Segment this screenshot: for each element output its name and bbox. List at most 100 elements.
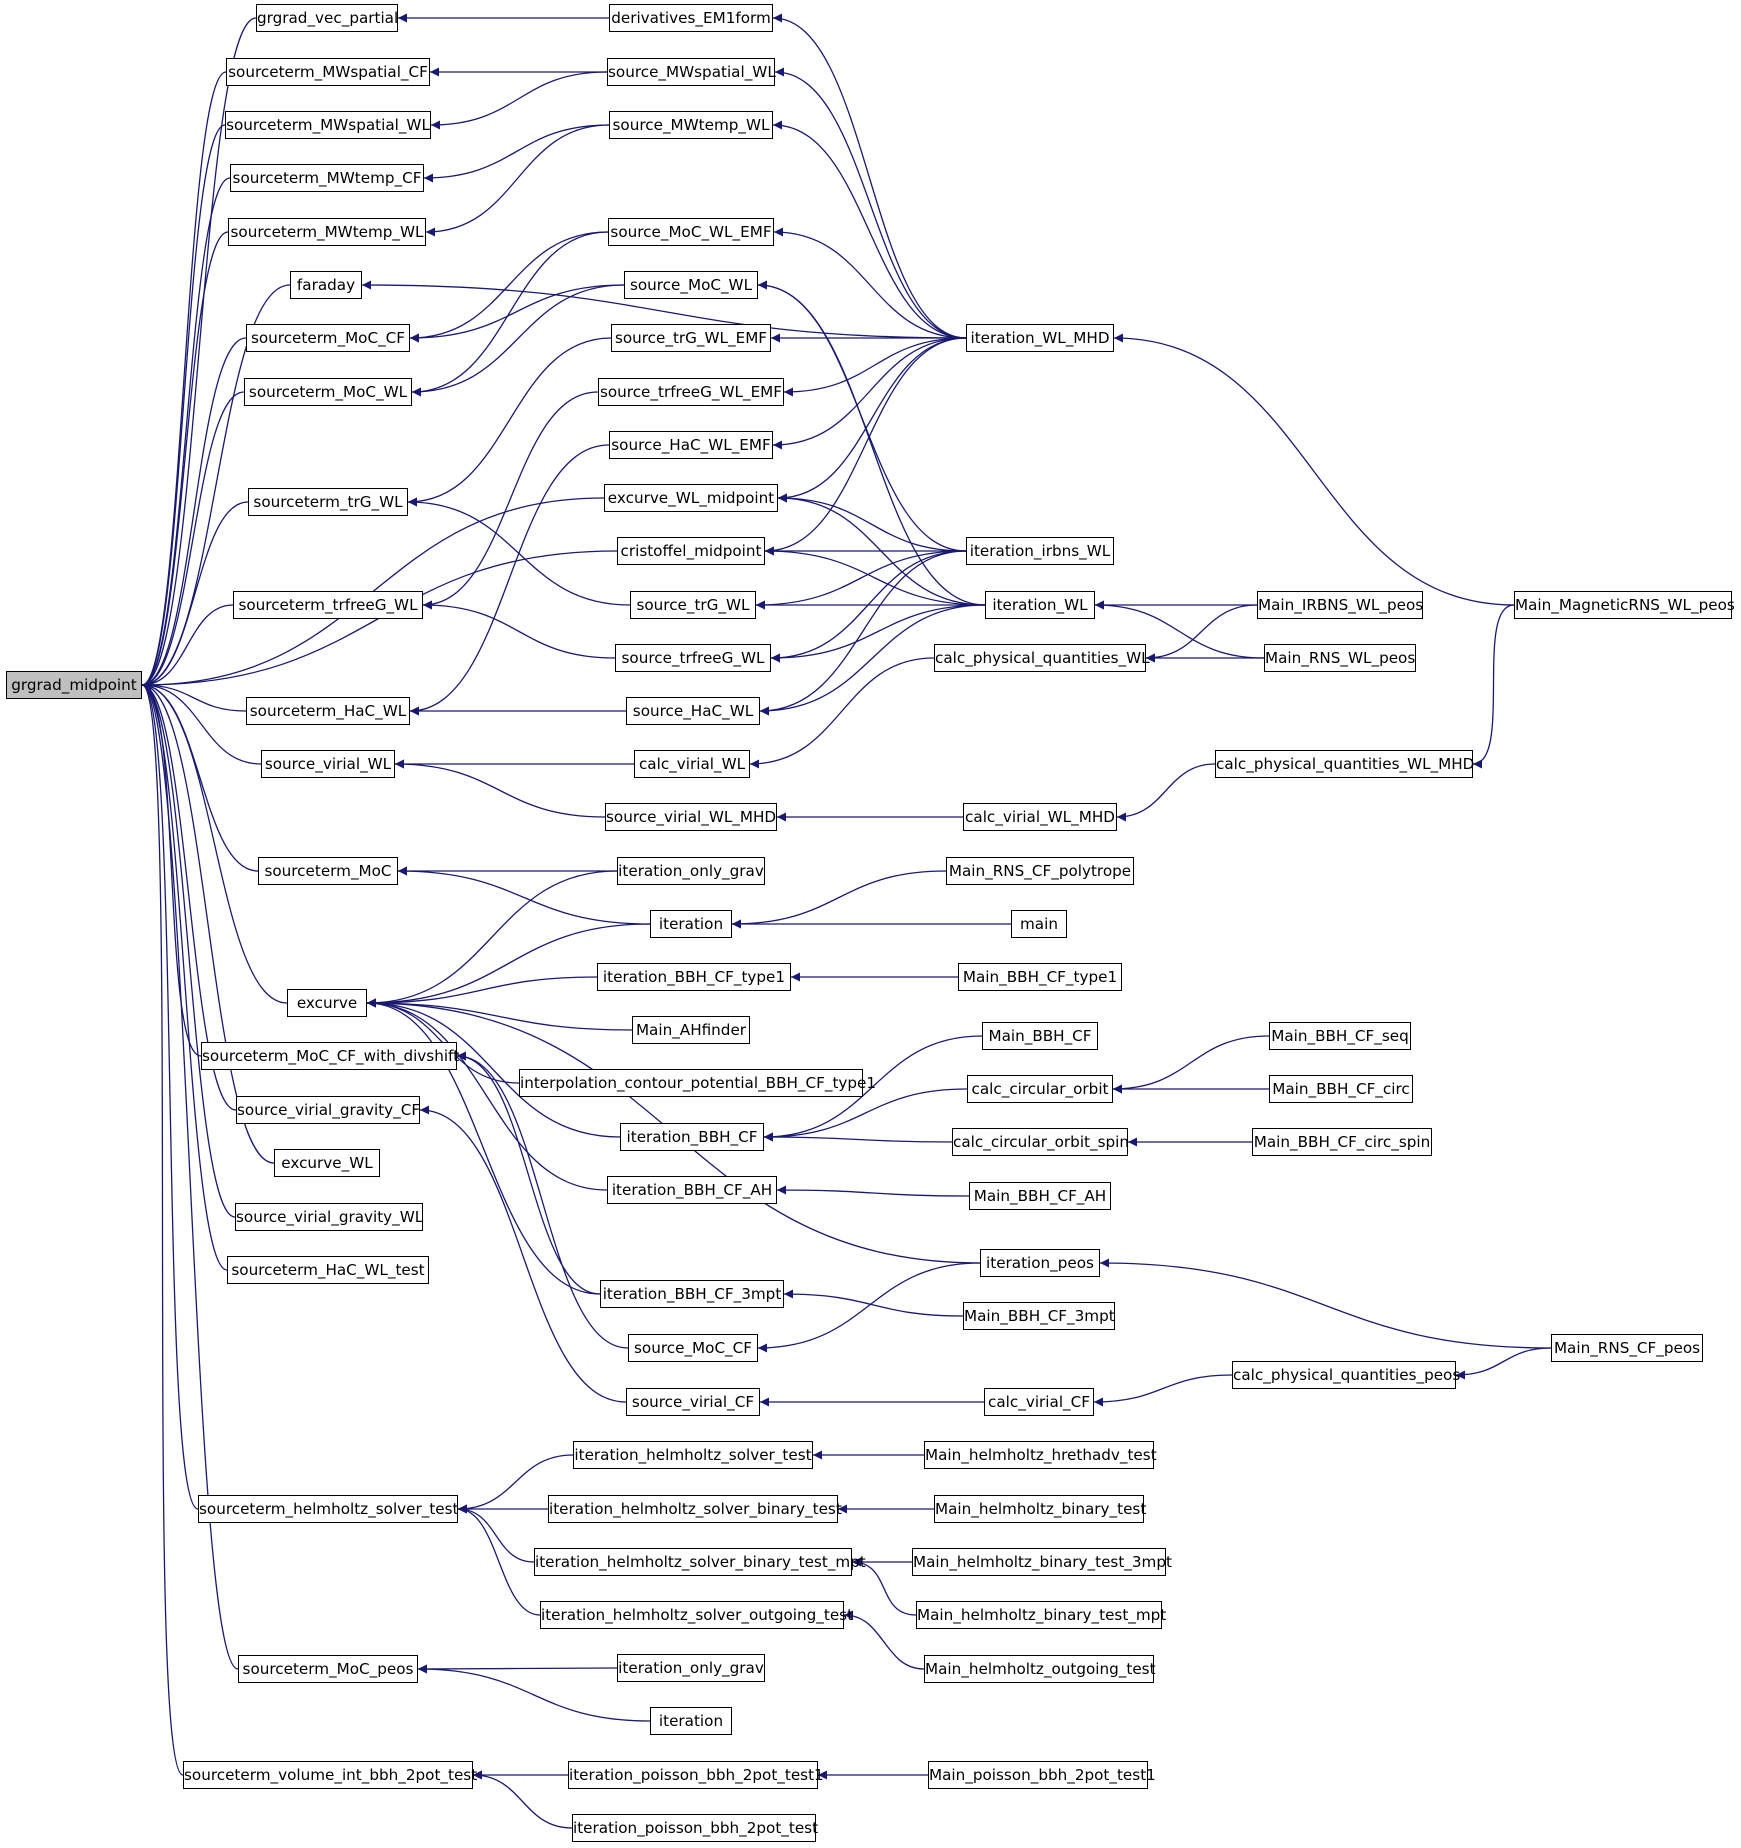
node-source-moc-cf[interactable]: source_MoC_CF bbox=[628, 1334, 758, 1362]
node-cristoffel-midpoint[interactable]: cristoffel_midpoint bbox=[617, 537, 765, 565]
node-main-rns-wl-peos[interactable]: Main_RNS_WL_peos bbox=[1264, 644, 1416, 672]
node-main-magneticrns-wl-peos[interactable]: Main_MagneticRNS_WL_peos bbox=[1514, 591, 1735, 619]
node-main-bbh-cf[interactable]: Main_BBH_CF bbox=[982, 1022, 1098, 1050]
node-sourceterm-helmholtz-solver-test[interactable]: sourceterm_helmholtz_solver_test bbox=[198, 1495, 459, 1523]
node-excurve[interactable]: excurve bbox=[287, 989, 367, 1017]
node-iteration-poisson-bbh-2pot-test1[interactable]: iteration_poisson_bbh_2pot_test1 bbox=[568, 1761, 824, 1789]
node-source-virial-wl[interactable]: source_virial_WL bbox=[261, 750, 395, 778]
node-iteration-helmholtz-solver-test[interactable]: iteration_helmholtz_solver_test bbox=[573, 1441, 813, 1469]
edge-iteration-to-excurve bbox=[366, 923, 651, 1008]
node-source-virial-gravity-wl[interactable]: source_virial_gravity_WL bbox=[235, 1203, 423, 1231]
node-sourceterm-mwspatial-cf[interactable]: sourceterm_MWspatial_CF bbox=[226, 58, 430, 86]
node-source-hac-wl-emf[interactable]: source_HaC_WL_EMF bbox=[609, 431, 773, 459]
node-source-moc-wl-emf[interactable]: source_MoC_WL_EMF bbox=[608, 218, 774, 246]
edge-sourceterm_MWtemp_WL-to-grgrad_midpoint bbox=[141, 231, 229, 690]
edge-iteration_WL-to-source_HaC_WL bbox=[759, 604, 986, 716]
node-main-helmholtz-hrethadv-test[interactable]: Main_helmholtz_hrethadv_test bbox=[924, 1441, 1157, 1469]
node-iteration-only-grav-2[interactable]: iteration_only_grav bbox=[617, 1654, 765, 1682]
node-main-bbh-cf-ah[interactable]: Main_BBH_CF_AH bbox=[969, 1182, 1111, 1210]
node-source-trfreeg-wl[interactable]: source_trfreeG_WL bbox=[615, 644, 771, 672]
node-interpolation-contour-potential-bbh-cf-type1[interactable]: interpolation_contour_potential_BBH_CF_t… bbox=[519, 1069, 876, 1097]
node-calc-virial-wl[interactable]: calc_virial_WL bbox=[634, 750, 750, 778]
edge-Main_RNS_WL_peos-to-iteration_WL bbox=[1094, 600, 1265, 659]
edge-iteration_WL-to-source_trfreeG_WL bbox=[770, 604, 986, 663]
node-source-virial-wl-mhd[interactable]: source_virial_WL_MHD bbox=[605, 803, 777, 831]
node-source-mwtemp-wl[interactable]: source_MWtemp_WL bbox=[609, 111, 773, 139]
node-iteration-bbh-cf-type1[interactable]: iteration_BBH_CF_type1 bbox=[597, 963, 791, 991]
node-source-mwspatial-wl[interactable]: source_MWspatial_WL bbox=[607, 58, 776, 86]
node-iteration-bbh-cf-3mpt[interactable]: iteration_BBH_CF_3mpt bbox=[600, 1280, 784, 1308]
node-calc-circular-orbit-spin[interactable]: calc_circular_orbit_spin bbox=[952, 1128, 1129, 1156]
node-sourceterm-mwspatial-wl[interactable]: sourceterm_MWspatial_WL bbox=[225, 111, 431, 139]
node-faraday[interactable]: faraday bbox=[290, 271, 362, 299]
node-calc-physical-quantities-wl-mhd[interactable]: calc_physical_quantities_WL_MHD bbox=[1215, 750, 1474, 778]
node-main-bbh-cf-type1[interactable]: Main_BBH_CF_type1 bbox=[958, 963, 1122, 991]
node-iteration-helmholtz-solver-outgoing-test[interactable]: iteration_helmholtz_solver_outgoing_test bbox=[540, 1601, 853, 1629]
node-excurve-wl-midpoint[interactable]: excurve_WL_midpoint bbox=[604, 484, 778, 512]
edge-sourceterm_MoC_peos-to-grgrad_midpoint bbox=[141, 680, 239, 1670]
node-main[interactable]: main bbox=[1011, 910, 1067, 938]
node-iteration-peos[interactable]: iteration_peos bbox=[980, 1249, 1100, 1277]
node-main-helmholtz-binary-test[interactable]: Main_helmholtz_binary_test bbox=[934, 1495, 1146, 1523]
node-sourceterm-trg-wl[interactable]: sourceterm_trG_WL bbox=[248, 488, 408, 516]
node-iteration-2[interactable]: iteration bbox=[650, 1707, 732, 1735]
edge-source_virial_CF-to-source_virial_gravity_CF bbox=[419, 1105, 627, 1403]
node-source-moc-wl[interactable]: source_MoC_WL bbox=[624, 271, 758, 299]
edge-calc_physical_quantities_WL_MHD-to-calc_virial_WL_MHD bbox=[1116, 763, 1216, 822]
node-main-bbh-cf-circ[interactable]: Main_BBH_CF_circ bbox=[1269, 1075, 1413, 1103]
node-sourceterm-trfreeg-wl[interactable]: sourceterm_trfreeG_WL bbox=[233, 591, 423, 619]
node-calc-physical-quantities-wl[interactable]: calc_physical_quantities_WL bbox=[934, 644, 1150, 672]
node-main-helmholtz-binary-test-3mpt[interactable]: Main_helmholtz_binary_test_3mpt bbox=[912, 1548, 1172, 1576]
node-source-trfreeg-wl-emf[interactable]: source_trfreeG_WL_EMF bbox=[598, 378, 784, 406]
node-iteration[interactable]: iteration bbox=[650, 910, 732, 938]
node-sourceterm-volume-int-bbh-2pot-test[interactable]: sourceterm_volume_int_bbh_2pot_test bbox=[183, 1761, 477, 1789]
node-main-rns-cf-polytrope[interactable]: Main_RNS_CF_polytrope bbox=[946, 857, 1134, 885]
node-sourceterm-moc-peos[interactable]: sourceterm_MoC_peos bbox=[238, 1655, 418, 1683]
node-source-trg-wl-emf[interactable]: source_trG_WL_EMF bbox=[611, 324, 771, 352]
node-iteration-wl-mhd[interactable]: iteration_WL_MHD bbox=[966, 324, 1114, 352]
node-main-poisson-bbh-2pot-test1[interactable]: Main_poisson_bbh_2pot_test1 bbox=[928, 1761, 1156, 1789]
node-sourceterm-mwtemp-cf[interactable]: sourceterm_MWtemp_CF bbox=[230, 164, 424, 192]
edge-source_virial_gravity_WL-to-grgrad_midpoint bbox=[141, 680, 236, 1218]
node-iteration-poisson-bbh-2pot-test[interactable]: iteration_poisson_bbh_2pot_test bbox=[572, 1814, 818, 1842]
node-calc-circular-orbit[interactable]: calc_circular_orbit bbox=[967, 1075, 1113, 1103]
node-sourceterm-moc-wl[interactable]: sourceterm_MoC_WL bbox=[244, 378, 412, 406]
node-main-ahfinder[interactable]: Main_AHfinder bbox=[632, 1016, 750, 1044]
node-main-rns-cf-peos[interactable]: Main_RNS_CF_peos bbox=[1551, 1334, 1703, 1362]
node-source-trg-wl[interactable]: source_trG_WL bbox=[630, 591, 756, 619]
node-calc-virial-wl-mhd[interactable]: calc_virial_WL_MHD bbox=[963, 803, 1117, 831]
node-main-bbh-cf-seq[interactable]: Main_BBH_CF_seq bbox=[1269, 1022, 1411, 1050]
node-sourceterm-mwtemp-wl[interactable]: sourceterm_MWtemp_WL bbox=[228, 218, 426, 246]
node-sourceterm-moc[interactable]: sourceterm_MoC bbox=[258, 857, 398, 885]
edge-iteration_WL_MHD-to-source_MoC_WL_EMF bbox=[773, 227, 967, 339]
node-main-bbh-cf-3mpt[interactable]: Main_BBH_CF_3mpt bbox=[963, 1302, 1115, 1330]
edge-iteration_only_grav-to-excurve bbox=[366, 870, 618, 1008]
edge-source_trfreeG_WL_EMF-to-sourceterm_trfreeG_WL bbox=[422, 391, 599, 610]
node-iteration-only-grav[interactable]: iteration_only_grav bbox=[617, 857, 765, 885]
edge-iteration_WL_MHD-to-faraday bbox=[361, 280, 967, 339]
node-source-hac-wl[interactable]: source_HaC_WL bbox=[626, 697, 760, 725]
node-sourceterm-moc-cf-with-divshift[interactable]: sourceterm_MoC_CF_with_divshift bbox=[201, 1042, 459, 1070]
node-main-helmholtz-binary-test-mpt[interactable]: Main_helmholtz_binary_test_mpt bbox=[916, 1601, 1166, 1629]
node-sourceterm-moc-cf[interactable]: sourceterm_MoC_CF bbox=[246, 324, 410, 352]
node-sourceterm-hac-wl[interactable]: sourceterm_HaC_WL bbox=[246, 697, 410, 725]
edge-iteration_WL_MHD-to-source_trfreeG_WL_EMF bbox=[783, 337, 967, 397]
node-sourceterm-hac-wl-test[interactable]: sourceterm_HaC_WL_test bbox=[227, 1256, 429, 1284]
node-source-virial-gravity-cf[interactable]: source_virial_gravity_CF bbox=[236, 1096, 420, 1124]
node-grgrad-vec-partial[interactable]: grgrad_vec_partial bbox=[256, 4, 398, 32]
node-iteration-helmholtz-solver-binary-test[interactable]: iteration_helmholtz_solver_binary_test bbox=[548, 1495, 842, 1523]
node-calc-virial-cf[interactable]: calc_virial_CF bbox=[984, 1388, 1094, 1416]
node-iteration-irbns-wl[interactable]: iteration_irbns_WL bbox=[966, 537, 1114, 565]
node-iteration-bbh-cf[interactable]: iteration_BBH_CF bbox=[620, 1123, 764, 1151]
node-main-bbh-cf-circ-spin[interactable]: Main_BBH_CF_circ_spin bbox=[1252, 1128, 1432, 1156]
node-derivatives-em1form[interactable]: derivatives_EM1form bbox=[609, 4, 773, 32]
node-iteration-wl[interactable]: iteration_WL bbox=[985, 591, 1095, 619]
node-main-irbns-wl-peos[interactable]: Main_IRBNS_WL_peos bbox=[1257, 591, 1423, 619]
node-excurve-wl[interactable]: excurve_WL bbox=[274, 1149, 380, 1177]
node-source-virial-cf[interactable]: source_virial_CF bbox=[626, 1388, 760, 1416]
edge-iteration_WL-to-cristoffel_midpoint bbox=[764, 546, 986, 606]
node-iteration-bbh-cf-ah[interactable]: iteration_BBH_CF_AH bbox=[607, 1176, 777, 1204]
node-main-helmholtz-outgoing-test[interactable]: Main_helmholtz_outgoing_test bbox=[924, 1655, 1156, 1683]
node-calc-physical-quantities-peos[interactable]: calc_physical_quantities_peos bbox=[1232, 1361, 1460, 1389]
node-iteration-helmholtz-solver-binary-test-mpt[interactable]: iteration_helmholtz_solver_binary_test_m… bbox=[534, 1548, 866, 1576]
